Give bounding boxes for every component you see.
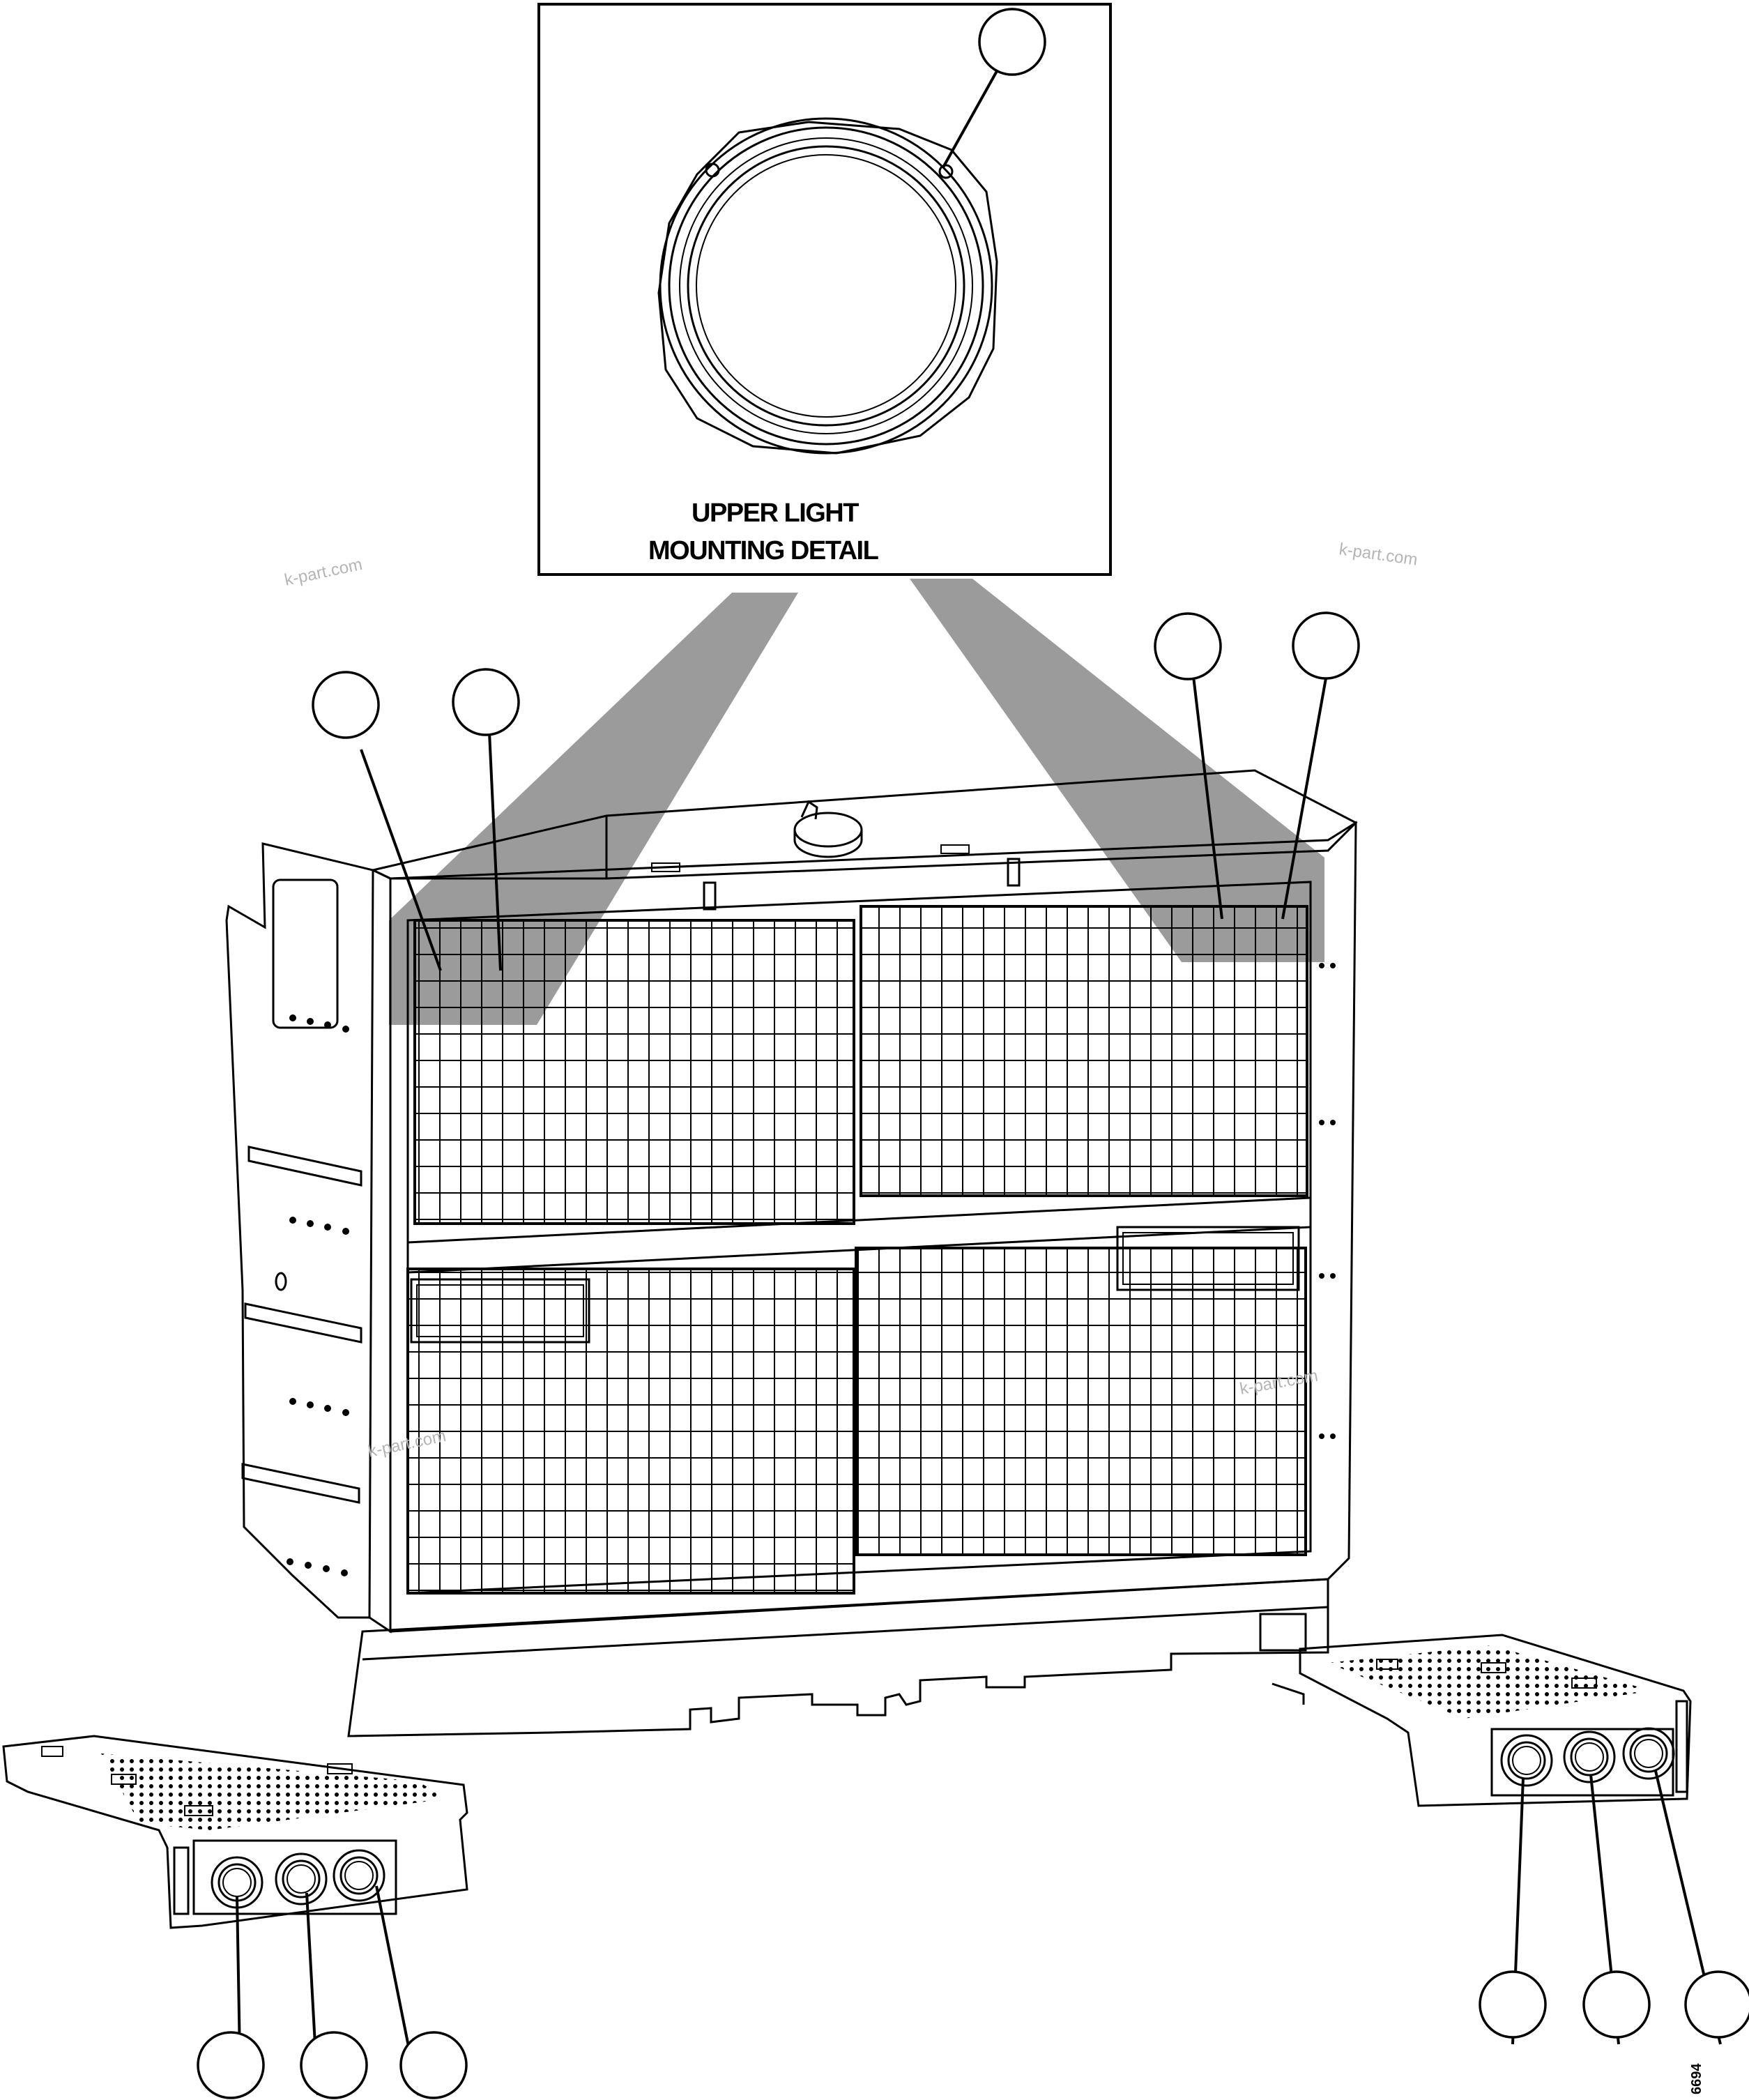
grille-lower-right bbox=[855, 1247, 1307, 1556]
grille-lower-left bbox=[406, 1268, 855, 1595]
lamp-icons-right bbox=[1500, 1727, 1675, 1787]
upper-light-detail-inset: UPPER LIGHT MOUNTING DETAIL bbox=[537, 3, 1112, 576]
callout-right-light-2 bbox=[1582, 1970, 1651, 2039]
side-access-panel bbox=[272, 878, 339, 1029]
callout-top-left-1 bbox=[312, 671, 380, 739]
lamp-icons-left bbox=[211, 1849, 385, 1909]
right-light-bar bbox=[1271, 1634, 1692, 1807]
grille-assembly bbox=[225, 769, 1358, 1737]
grille-upper-right bbox=[860, 905, 1308, 1197]
callout-left-light-2 bbox=[300, 2031, 368, 2099]
detail-caption-line1: UPPER LIGHT bbox=[692, 499, 859, 528]
figure-id: 6694 bbox=[1689, 2063, 1704, 2094]
callout-right-light-1 bbox=[1479, 1970, 1547, 2039]
detail-frame bbox=[537, 3, 1112, 576]
left-light-bar bbox=[2, 1735, 468, 1929]
fill-cap bbox=[793, 800, 863, 858]
projection-wedge-right bbox=[910, 579, 1324, 962]
callout-top-right-2 bbox=[1292, 611, 1360, 680]
blank-plate-left bbox=[410, 1278, 590, 1344]
callout-left-light-3 bbox=[399, 2031, 468, 2099]
callouts bbox=[197, 8, 1749, 2099]
watermark-top-left: k-part.com bbox=[283, 555, 364, 590]
callout-top-right-1 bbox=[1154, 612, 1222, 680]
detail-caption-line2: MOUNTING DETAIL bbox=[648, 536, 879, 565]
side-bolts bbox=[287, 1014, 349, 1576]
base-plate bbox=[1259, 1613, 1307, 1652]
watermark-top-right: k-part.com bbox=[1338, 540, 1419, 570]
callout-left-light-1 bbox=[197, 2031, 265, 2099]
callout-top-left-2 bbox=[452, 668, 520, 736]
blank-plate-right bbox=[1116, 1226, 1300, 1291]
grille-upper-left bbox=[413, 919, 855, 1225]
upper-light-icon bbox=[657, 117, 998, 455]
callout-detail-light bbox=[978, 8, 1046, 76]
callout-right-light-3 bbox=[1684, 1970, 1749, 2039]
